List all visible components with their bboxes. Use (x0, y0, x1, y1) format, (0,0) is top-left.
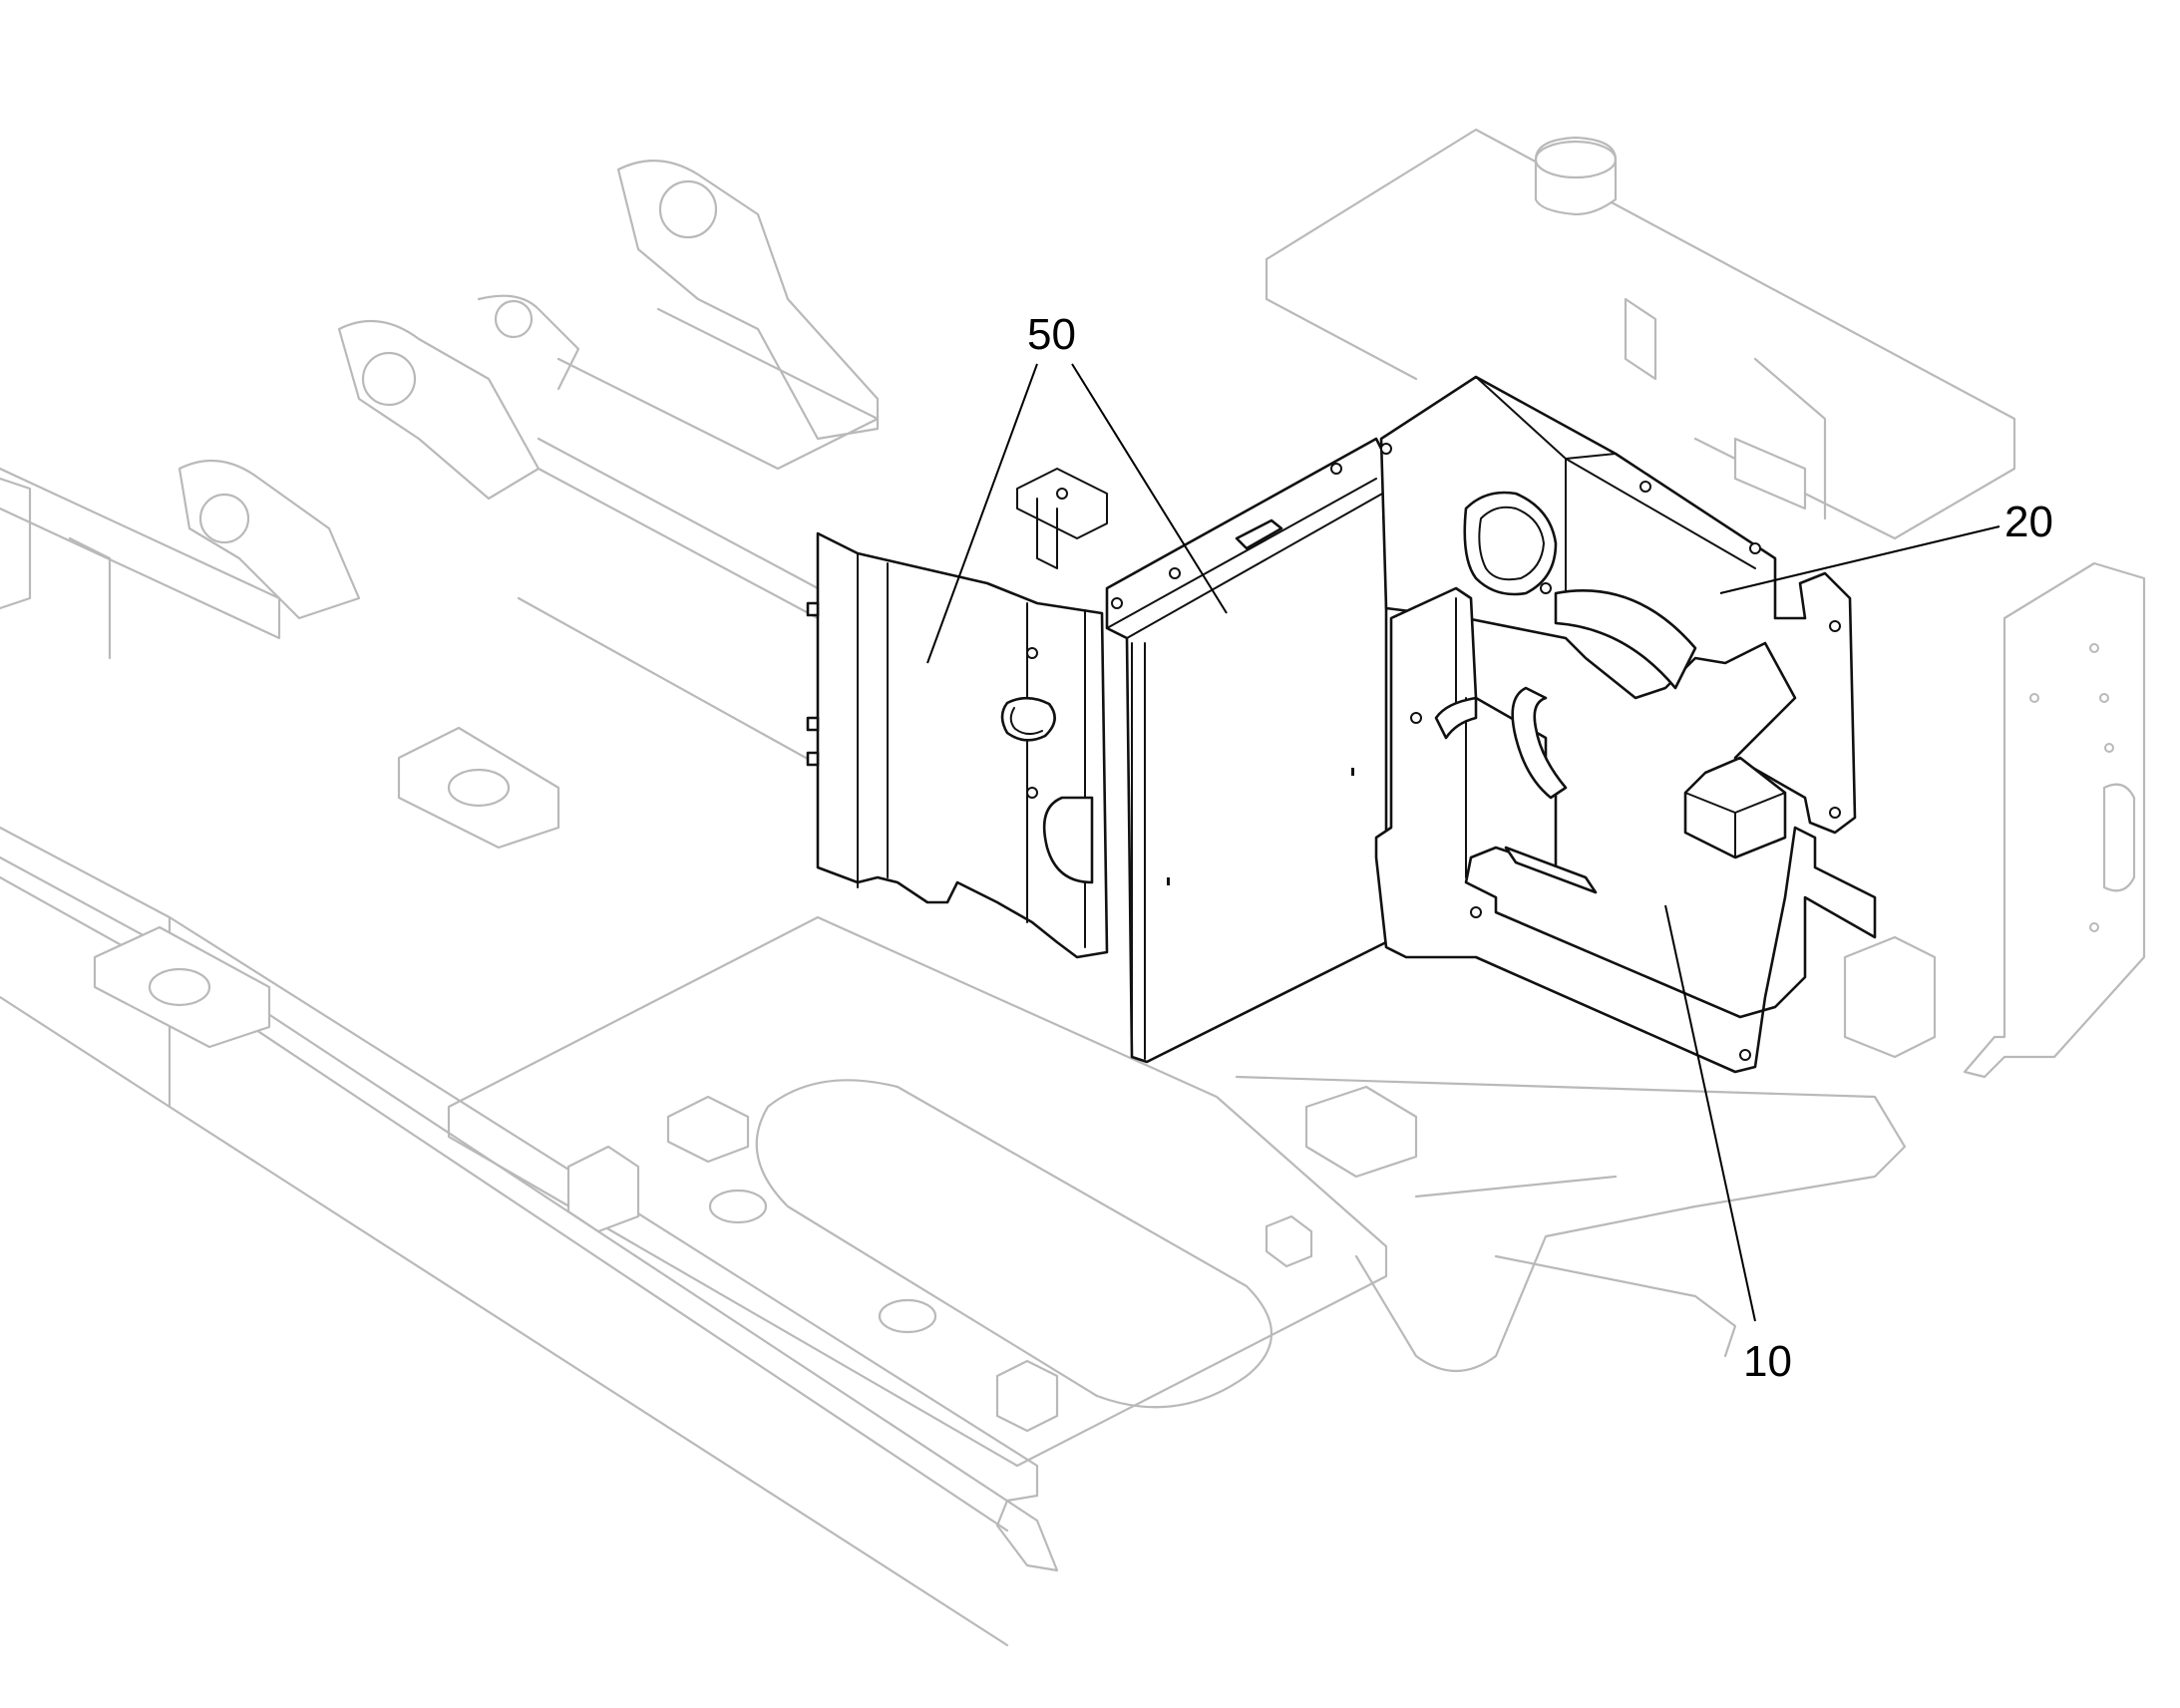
part-20-fan-duct (1379, 375, 1857, 835)
part-50-radiator-panel (1105, 437, 1392, 1064)
callout-50-label: 50 (1027, 310, 1076, 359)
callout-20-group: 20 (1719, 498, 2053, 594)
part-10-lower-shroud (1374, 586, 1877, 1074)
upper-mount-bracket (1016, 468, 1108, 569)
callout-20-leader (1719, 525, 2000, 594)
callout-10-group: 10 (1664, 904, 1792, 1386)
callout-20-label: 20 (2004, 498, 2053, 546)
part-50-side-panel-left (806, 531, 1109, 959)
callout-50-group: 50 (926, 310, 1228, 664)
callout-50-leader-left (926, 363, 1038, 664)
callout-50-leader-right (1071, 363, 1228, 614)
chassis-frame-ghost (0, 128, 2146, 1647)
callout-10-leader (1664, 904, 1756, 1322)
callout-10-label: 10 (1743, 1337, 1792, 1386)
